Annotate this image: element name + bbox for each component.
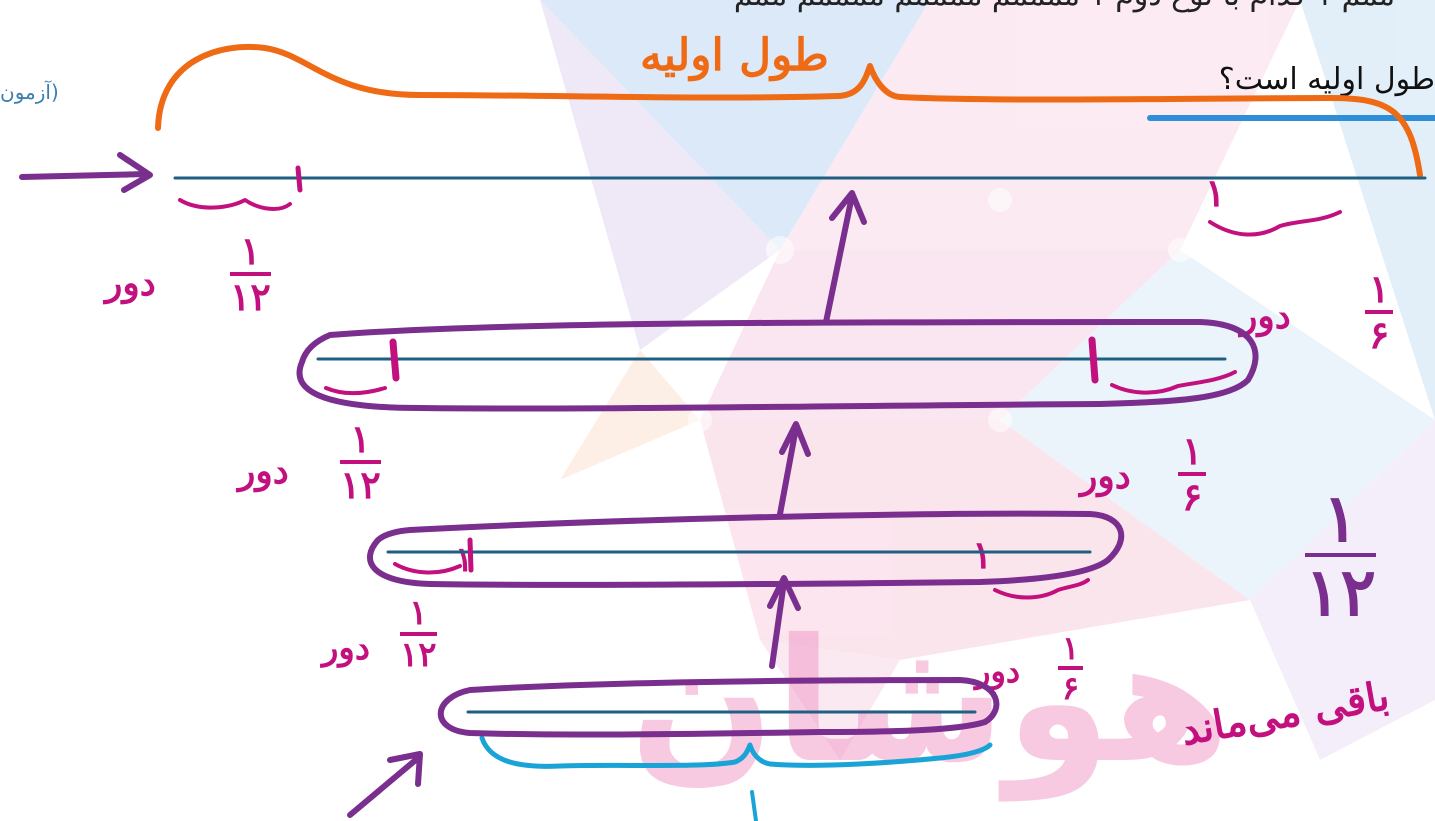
- small-brace: [993, 578, 1090, 600]
- source-tag: (آزمون: [0, 80, 59, 104]
- watermark-shape: [700, 420, 1250, 660]
- fraction-word-4: دور: [1240, 295, 1291, 337]
- tick-mark: [295, 165, 303, 193]
- watermark-shape: [1300, 0, 1435, 420]
- fraction-word-2: دور: [238, 450, 289, 492]
- purple-loop-4: [437, 677, 1000, 738]
- small-brace: [324, 386, 387, 396]
- tick-mark: [467, 537, 474, 573]
- fraction-sixth-1: ۱ ۶: [1365, 270, 1394, 354]
- watermark-brand-text: هوشان: [629, 603, 1230, 802]
- arrow-up-3: [767, 575, 801, 669]
- fraction-word-3: دور: [322, 628, 370, 668]
- arrow-diagonal: [347, 751, 423, 818]
- fraction-sixth-3: ۱ ۶: [1058, 632, 1084, 704]
- tick-mark: [389, 338, 400, 382]
- purple-loop-2: [296, 319, 1259, 412]
- fraction-sixth-2: ۱ ۶: [1178, 432, 1207, 516]
- mark-one-third: ۱: [972, 532, 993, 577]
- arrow-up-2: [777, 421, 811, 517]
- fraction-twelfth-1: ۱ ۱۲: [230, 228, 271, 319]
- arrow-up-1: [823, 190, 867, 325]
- mark-one-top: ۱: [1205, 170, 1226, 215]
- question-top-text: ممم ۱ کدام با نوع دوم ۱ ممممم ممممم مممم…: [734, 0, 1395, 13]
- watermark-shape: [560, 350, 700, 480]
- cyan-brace: [479, 735, 993, 769]
- watermark-node: [766, 236, 794, 264]
- tick-mark: [1088, 336, 1099, 384]
- fraction-twelfth-2: ۱ ۱۲: [340, 416, 381, 507]
- watermark-shape: [760, 640, 900, 760]
- fraction-twelfth-3: ۱ ۱۲: [400, 593, 437, 675]
- watermark-shape: [540, 0, 930, 250]
- fraction-word-5: دور: [1080, 455, 1131, 497]
- watermark-shape: [540, 0, 780, 350]
- question-line-2: طول اولیه است؟: [1218, 62, 1435, 97]
- small-brace: [1208, 210, 1342, 237]
- watermark-node: [1168, 238, 1192, 262]
- fraction-twelfth-large: ۱ ۱۲: [1305, 479, 1376, 631]
- purple-loop-3: [366, 510, 1125, 588]
- fraction-word-1: دور: [105, 262, 156, 304]
- cyan-tick: [750, 790, 758, 821]
- watermark-shape: [780, 0, 1300, 250]
- watermark-shape: [1250, 420, 1435, 760]
- watermark-shape: [1000, 250, 1435, 600]
- small-brace: [178, 198, 292, 211]
- small-brace: [1110, 370, 1237, 395]
- orange-brace: [155, 43, 1423, 178]
- watermark-node: [688, 408, 712, 432]
- watermark-node: [988, 188, 1012, 212]
- handwritten-title: طول اولیه: [640, 30, 829, 81]
- watermark-shape: [700, 250, 1180, 420]
- watermark-node: [988, 408, 1012, 432]
- small-brace: [393, 562, 462, 575]
- arrow-left-top: [19, 152, 153, 193]
